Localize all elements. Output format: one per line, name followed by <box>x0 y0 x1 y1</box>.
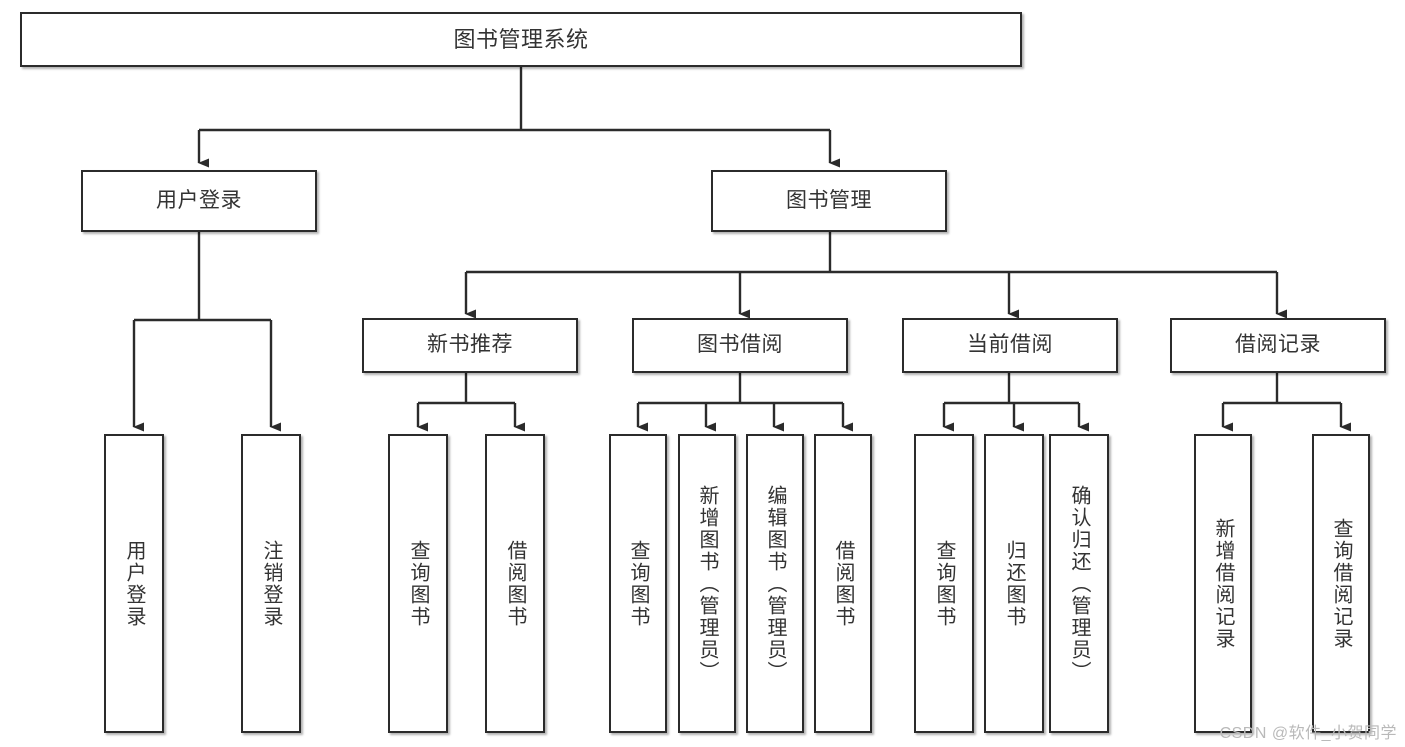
leaf-borrow-books[interactable]: 借阅图书 <box>814 434 872 733</box>
node-label: 编辑图书（管理员） <box>764 484 786 683</box>
leaf-query-books-current[interactable]: 查询图书 <box>914 434 974 733</box>
node-label: 新增借阅记录 <box>1212 517 1234 650</box>
node-label: 当前借阅 <box>967 333 1053 357</box>
node-borrowing-records[interactable]: 借阅记录 <box>1170 318 1386 373</box>
leaf-confirm-return-admin[interactable]: 确认归还（管理员） <box>1049 434 1109 733</box>
leaf-edit-book-admin[interactable]: 编辑图书（管理员） <box>746 434 804 733</box>
node-label: 用户登录 <box>156 188 242 212</box>
leaf-user-login[interactable]: 用户登录 <box>104 434 164 733</box>
node-new-book-recommendation[interactable]: 新书推荐 <box>362 318 578 373</box>
node-label: 新增图书（管理员） <box>696 484 718 683</box>
node-label: 新书推荐 <box>427 333 513 357</box>
node-label: 查询借阅记录 <box>1330 517 1352 650</box>
leaf-add-book-admin[interactable]: 新增图书（管理员） <box>678 434 736 733</box>
leaf-borrow-books-new[interactable]: 借阅图书 <box>485 434 545 733</box>
node-label: 确认归还（管理员） <box>1068 484 1090 683</box>
watermark: CSDN @软件_小贺同学 <box>1219 725 1397 742</box>
node-label: 用户登录 <box>123 539 145 628</box>
node-current-borrowing[interactable]: 当前借阅 <box>902 318 1118 373</box>
node-label: 图书借阅 <box>697 333 783 357</box>
node-label: 查询图书 <box>407 539 429 628</box>
node-book-borrowing[interactable]: 图书借阅 <box>632 318 848 373</box>
node-label: 查询图书 <box>627 539 649 628</box>
leaf-query-books-borrow[interactable]: 查询图书 <box>609 434 667 733</box>
node-label: 借阅记录 <box>1235 333 1321 357</box>
node-label: 借阅图书 <box>504 539 526 628</box>
node-root-book-management-system[interactable]: 图书管理系统 <box>20 12 1022 67</box>
node-user-login[interactable]: 用户登录 <box>81 170 317 232</box>
leaf-query-books-new[interactable]: 查询图书 <box>388 434 448 733</box>
node-label: 借阅图书 <box>832 539 854 628</box>
node-book-management[interactable]: 图书管理 <box>711 170 947 232</box>
node-label: 图书管理系统 <box>453 26 589 52</box>
leaf-return-books[interactable]: 归还图书 <box>984 434 1044 733</box>
leaf-query-borrow-record[interactable]: 查询借阅记录 <box>1312 434 1370 733</box>
node-label: 归还图书 <box>1003 539 1025 628</box>
node-label: 查询图书 <box>933 539 955 628</box>
leaf-logout[interactable]: 注销登录 <box>241 434 301 733</box>
leaf-add-borrow-record[interactable]: 新增借阅记录 <box>1194 434 1252 733</box>
node-label: 图书管理 <box>786 188 872 212</box>
node-label: 注销登录 <box>260 539 282 628</box>
